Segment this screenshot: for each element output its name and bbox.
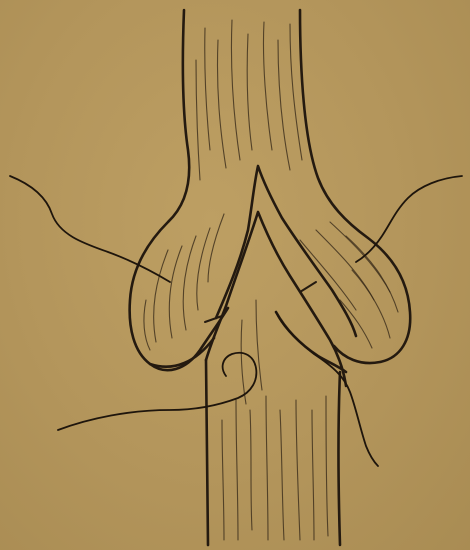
upper-stock — [130, 10, 411, 370]
right-seam-mark — [300, 282, 316, 292]
scion-right-edge — [339, 372, 341, 545]
upper-stock-inner-v — [216, 166, 356, 336]
left-upper-thread — [10, 176, 170, 282]
scion-left-edge — [206, 360, 208, 545]
upper-stock-right-edge — [300, 10, 410, 363]
scion — [206, 212, 346, 545]
scion-notch-edge — [276, 312, 346, 372]
right-upper-thread — [356, 176, 462, 262]
lower-loop-thread — [58, 353, 256, 430]
